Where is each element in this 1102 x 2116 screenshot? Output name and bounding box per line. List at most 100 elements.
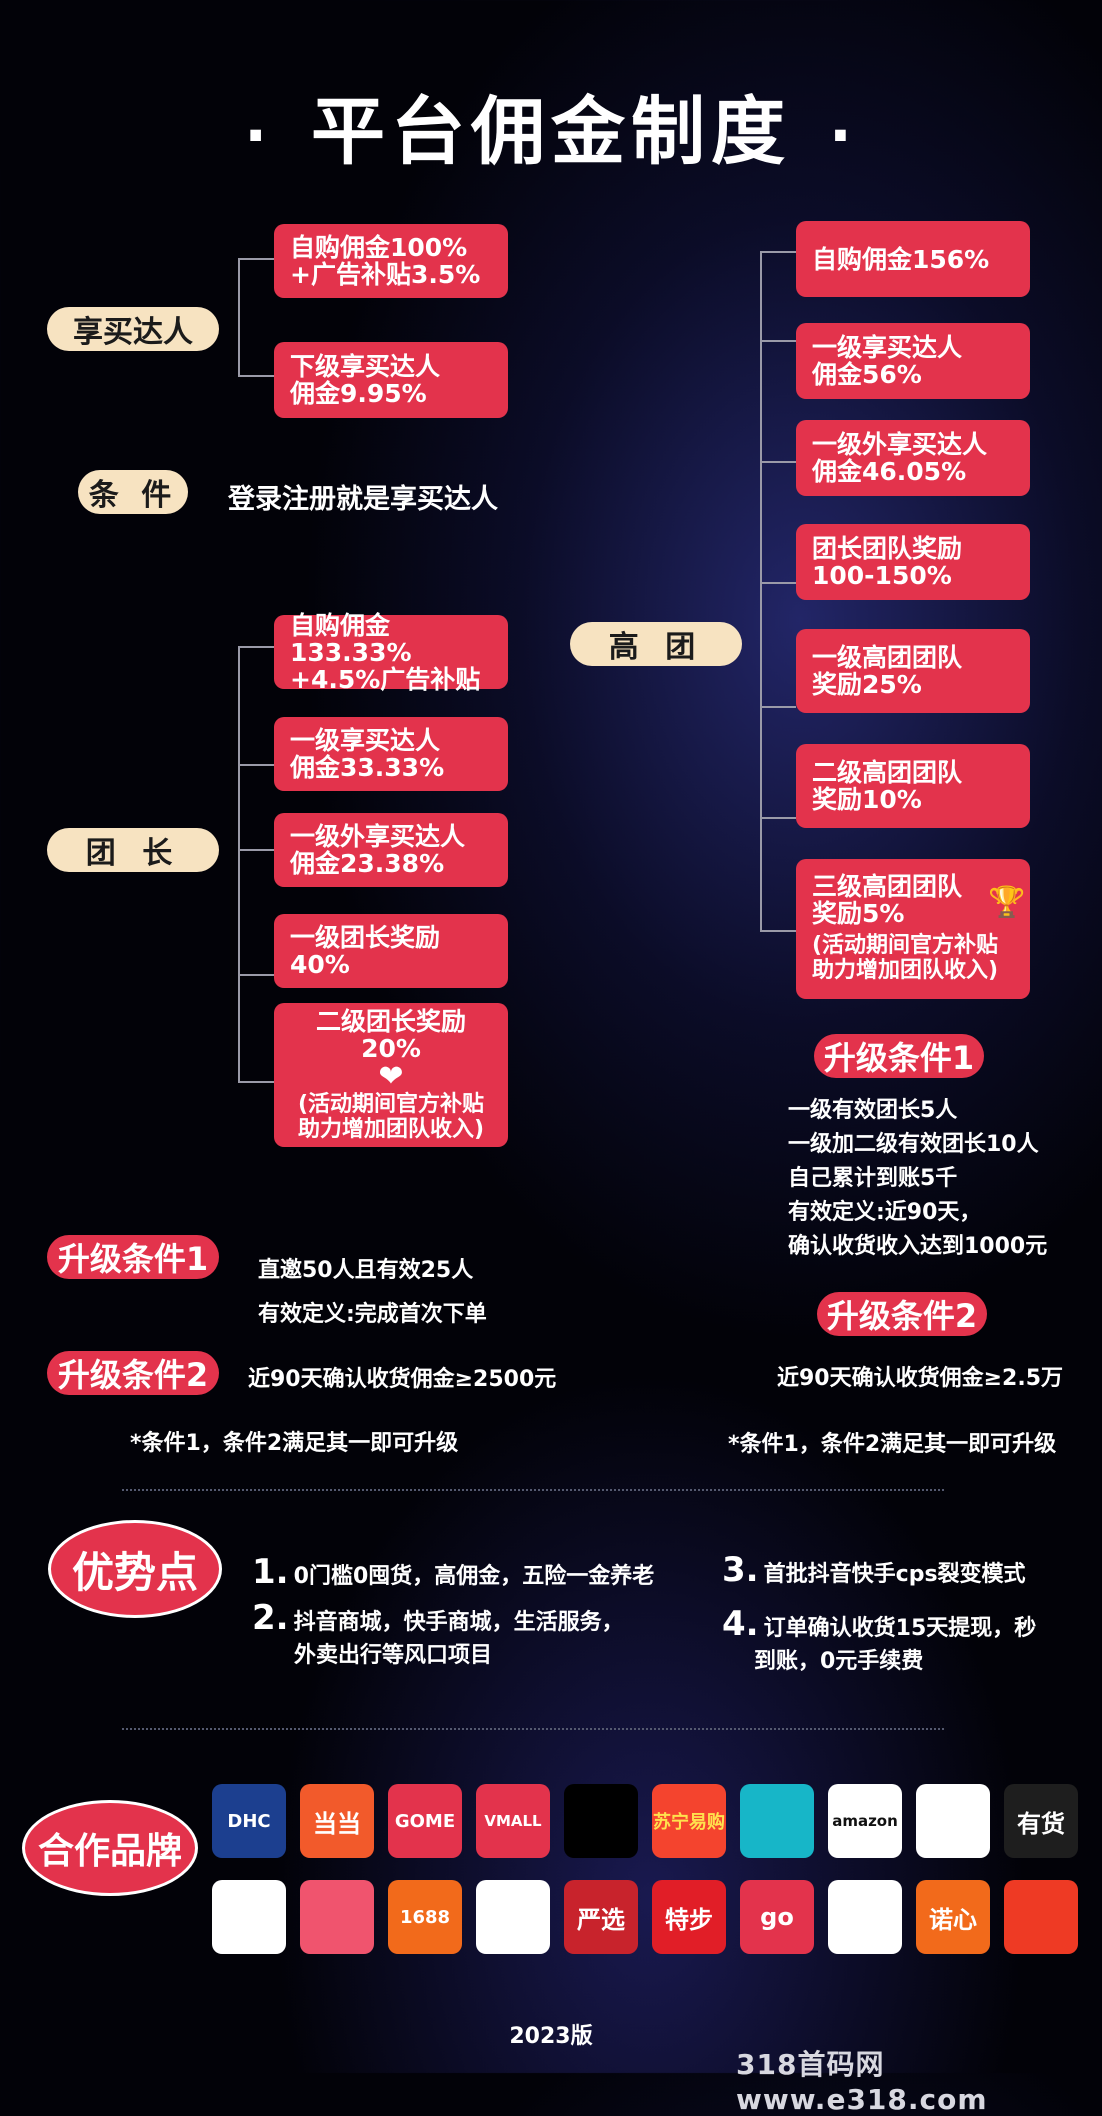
brand-logo: 苏宁易购 (652, 1784, 726, 1858)
brand-logo (212, 1880, 286, 1954)
brands-label: 合作品牌 (22, 1800, 198, 1896)
gaotuan-bracket-4 (760, 582, 796, 584)
version-label: 2023版 (509, 2024, 593, 2049)
cond-line: 一级加二级有效团长10人 (788, 1132, 1039, 1157)
advantage-text: 抖音商城，快手商城，生活服务， (293, 1610, 624, 1635)
gaotuan-bracket-7 (760, 930, 796, 932)
tuanzhang-bracket-2 (238, 764, 274, 766)
xiangmai-bracket (238, 258, 240, 376)
tuanzhang-box-self-commission: 自购佣金133.33% +4.5%广告补贴 (274, 610, 508, 693)
xiangmai-bracket-top (238, 258, 274, 260)
box-line: +4.5%广告补贴 (290, 664, 481, 694)
gaotuan-box-lv1-commission: 一级享买达人 佣金56% (796, 323, 1030, 399)
gaotuan-bracket-3 (760, 461, 796, 463)
box-line: 佣金23.38% (290, 849, 445, 878)
box-note-line: (活动期间官方补贴 (297, 1092, 485, 1117)
advantage-number: 1. (252, 1552, 289, 1592)
condition-label: 条 件 (78, 470, 188, 514)
xiangmai-box-self-commission: 自购佣金100% +广告补贴3.5% (274, 224, 508, 298)
page-title: ·平台佣金制度· (0, 72, 1102, 179)
right-upgrade-cond2-text: 近90天确认收货佣金≥2.5万 (777, 1366, 1064, 1391)
right-upgrade-cond1-text: 一级有效团长5人 一级加二级有效团长10人 自己累计到账5千 有效定义:近90天… (788, 1094, 1047, 1264)
box-line: 下级享买达人 (290, 352, 441, 381)
brand-logo: 有货 (1004, 1784, 1078, 1858)
advantage-item-2: 2. 抖音商城，快手商城，生活服务， 外卖出行等风口项目 (252, 1598, 672, 1672)
box-line: 佣金9.95% (290, 379, 427, 408)
tuanzhang-bracket-4 (238, 974, 274, 976)
advantages-label: 优势点 (48, 1520, 222, 1618)
advantage-item-3: 3. 首批抖音快手cps裂变模式 (722, 1550, 1082, 1591)
brand-logo: 当当 (300, 1784, 374, 1858)
brand-logo (740, 1784, 814, 1858)
advantage-item-1: 1. 0门槛0囤货，高佣金，五险一金养老 (252, 1552, 672, 1593)
right-upgrade-cond1-label: 升级条件1 (814, 1034, 984, 1078)
tuanzhang-box-lv1-leader-reward: 一级团长奖励40% (274, 914, 508, 988)
brand-logo: 严选 (564, 1880, 638, 1954)
cond-line: 有效定义:完成首次下单 (258, 1302, 487, 1327)
cond-line: 确认收货收入达到1000元 (788, 1234, 1048, 1259)
box-line: 一级外享买达人 (290, 822, 466, 851)
gaotuan-box-outer-commission: 一级外享买达人 佣金46.05% (796, 420, 1030, 496)
xiangmai-bracket-bottom (238, 375, 274, 377)
left-upgrade-note: *条件1，条件2满足其一即可升级 (130, 1431, 459, 1456)
brand-logo: amazon (828, 1784, 902, 1858)
box-line: +广告补贴3.5% (290, 260, 481, 289)
brand-logo: GOME (388, 1784, 462, 1858)
box-line: 佣金46.05% (812, 457, 967, 486)
box-line: 一级享买达人 (290, 726, 441, 755)
tuanzhang-bracket (238, 646, 240, 1082)
box-line: 二级高团团队 (812, 758, 963, 787)
brand-logo (1004, 1880, 1078, 1954)
tuanzhang-bracket-1 (238, 646, 274, 648)
right-upgrade-note: *条件1，条件2满足其一即可升级 (728, 1432, 1057, 1457)
gaotuan-box-lv2-team-reward: 二级高团团队 奖励10% (796, 744, 1030, 828)
advantage-number: 4. (722, 1604, 759, 1644)
gaotuan-box-leader-team-reward: 团长团队奖励 100-150% (796, 524, 1030, 600)
cond-line: 一级有效团长5人 (788, 1098, 958, 1123)
tuanzhang-bracket-5 (238, 1081, 274, 1083)
heart-icon: ❤ (378, 1059, 404, 1094)
advantage-text: 订单确认收货15天提现，秒 (763, 1616, 1037, 1641)
left-upgrade-cond1-text: 直邀50人且有效25人 有效定义:完成首次下单 (258, 1249, 487, 1337)
tuanzhang-bracket-3 (238, 849, 274, 851)
title-dot-left: · (244, 101, 273, 172)
brand-logo (300, 1880, 374, 1954)
gaotuan-box-lv3-team-reward: 三级高团团队 奖励5% (活动期间官方补贴 助力增加团队收入) 🏆 (796, 859, 1030, 999)
brand-logo (476, 1880, 550, 1954)
brand-logo: go (740, 1880, 814, 1954)
brand-logo: VMALL (476, 1784, 550, 1858)
box-line: 一级高团团队 (812, 643, 963, 672)
box-note-line: 助力增加团队收入) (812, 958, 999, 983)
advantage-number: 2. (252, 1598, 289, 1638)
advantage-number: 3. (722, 1550, 759, 1590)
gaotuan-box-self-commission: 自购佣金156% (796, 221, 1030, 297)
advantage-item-4: 4. 订单确认收货15天提现，秒 到账，0元手续费 (722, 1604, 1092, 1678)
xiangmai-box-sub-commission: 下级享买达人 佣金9.95% (274, 342, 508, 418)
box-line: 二级团长奖励20% (315, 1007, 466, 1063)
title-text: 平台佣金制度 (311, 89, 791, 175)
brand-logo (828, 1880, 902, 1954)
divider (122, 1728, 944, 1730)
xiangmai-label: 享买达人 (47, 307, 219, 351)
advantage-text: 外卖出行等风口项目 (294, 1643, 493, 1668)
box-line: 佣金33.33% (290, 753, 445, 782)
divider (122, 1489, 944, 1491)
advantage-text: 0门槛0囤货，高佣金，五险一金养老 (293, 1564, 655, 1589)
box-line: 一级外享买达人 (812, 430, 988, 459)
left-upgrade-cond1-label: 升级条件1 (47, 1235, 219, 1279)
watermark: 318首码网 www.e318.com (736, 2048, 988, 2116)
box-line: 佣金56% (812, 360, 922, 389)
box-line: 奖励25% (812, 670, 922, 699)
box-note-line: 助力增加团队收入) (297, 1117, 485, 1142)
brand-logo: 诺心 (916, 1880, 990, 1954)
advantage-text: 到账，0元手续费 (754, 1649, 924, 1674)
cond-line: 自己累计到账5千 (788, 1166, 958, 1191)
tuanzhang-box-lv1-commission: 一级享买达人 佣金33.33% (274, 717, 508, 791)
brand-logo (916, 1784, 990, 1858)
brand-logo: 特步 (652, 1880, 726, 1954)
tuanzhang-label: 团 长 (47, 828, 219, 872)
box-line: 自购佣金133.33% (290, 610, 412, 667)
cond-line: 直邀50人且有效25人 (258, 1258, 474, 1283)
gaotuan-bracket-5 (760, 706, 796, 708)
gaotuan-bracket-6 (760, 817, 796, 819)
